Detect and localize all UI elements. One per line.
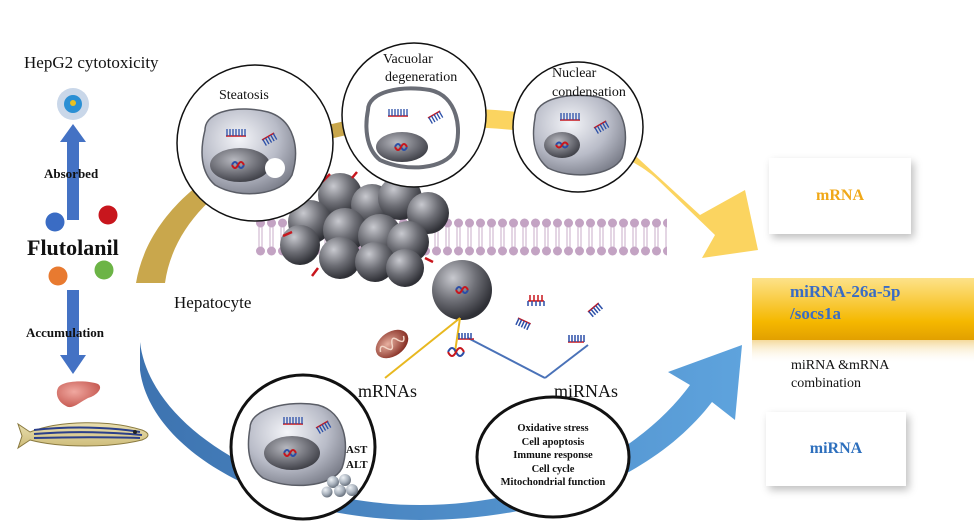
absorbed-arrow-icon [60,124,86,220]
cell-cluster [280,171,449,287]
gold-arc [136,118,362,283]
ast-label: AST [346,444,368,456]
accumulation-arrow-icon [60,290,86,374]
compound-label: Flutolanil [27,235,119,260]
steatosis-circle [176,64,334,222]
vacuolar-label-1: Vacuolar [383,52,433,67]
central-cell [432,260,492,320]
compound-dot [45,212,65,232]
key-result-line-2: /socs1a [790,304,841,323]
nuclear-label-2: condensation [552,85,626,100]
key-result-fade [752,340,974,364]
hepatocyte-label: Hepatocyte [174,293,252,312]
alt-label: ALT [346,459,368,471]
mirna-box-label: miRNA [809,440,863,457]
compound-dots [45,205,118,286]
steatosis-label: Steatosis [219,88,269,103]
compound-dot [94,260,114,280]
mrna-box-label: mRNA [816,187,864,204]
vacuolar-label-2: degeneration [385,70,458,85]
blue-arc [140,342,742,520]
nuclear-label-1: Nuclear [552,66,597,81]
pathway-item: Oxidative stress [517,423,589,434]
mitochondrion-icon [375,329,409,359]
compound-dot [98,205,118,225]
compound-dot [48,266,68,286]
pathways-circle [475,395,631,519]
combination-line-1: miRNA &mRNA [791,358,890,373]
ast-alt-circle [229,373,377,521]
pathways-list: Oxidative stress Cell apoptosis Immune r… [477,422,629,490]
pathway-item: Cell cycle [531,463,575,475]
rna-connectors [384,317,589,379]
pathway-item: Immune response [513,450,593,461]
hepg2-cell-icon [57,88,89,120]
mirnas-label: miRNAs [554,381,619,401]
rna-glyphs [447,295,604,357]
combination-line-2: combination [791,376,861,391]
mrnas-label: mRNAs [358,381,418,401]
key-result-line-1: miRNA-26a-5p [790,282,901,301]
zebrafish-icon [17,422,149,450]
key-result-bar [752,278,974,340]
nuclear-circle [512,61,644,193]
pathway-item: Cell apoptosis [521,436,585,448]
mrna-box: mRNA [769,158,911,234]
vacuolar-circle [341,42,487,188]
absorbed-label: Absorbed [44,166,99,181]
mirna-box: miRNA [766,412,906,486]
liver-icon [56,381,101,408]
cytotoxicity-label: HepG2 cytotoxicity [24,53,159,72]
pathway-item: Mitochondrial function [500,477,606,488]
accumulation-label: Accumulation [26,325,104,340]
